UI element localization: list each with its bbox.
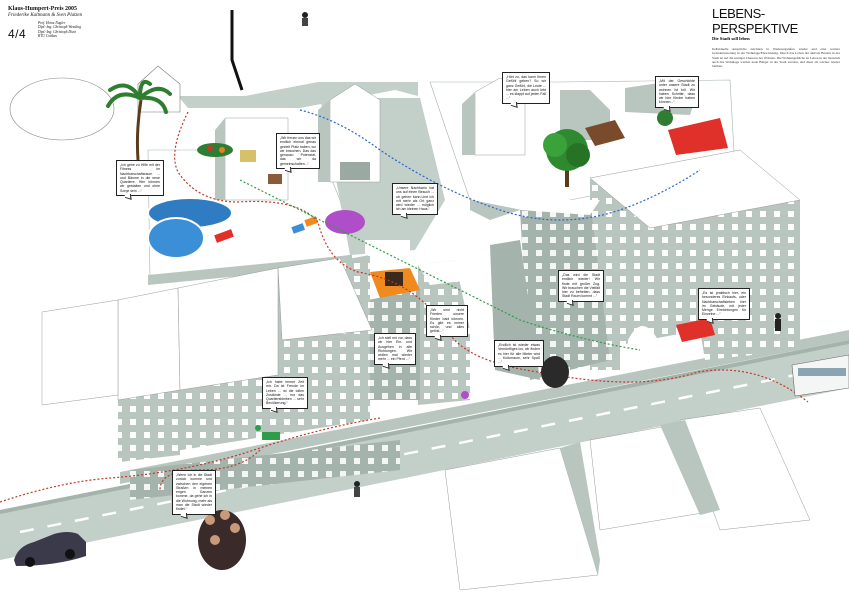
speech-bubble: „Wenn ich in die Stadt zurück komme und …: [172, 470, 216, 515]
speech-bubble: „Wir freuen uns das wir endlich einmal g…: [276, 133, 320, 170]
front-left-block: [41, 255, 373, 462]
terrace-furniture: [240, 120, 625, 184]
supervisors: Prof. Heinz Nagler Dipl.-Ing. Christoph …: [38, 21, 98, 38]
flower-bed: [197, 143, 365, 234]
car-icon: [14, 532, 86, 567]
crowd-icon: [198, 356, 569, 570]
poster-intro-text: Individuelle Ansprüche zeichnen in Werkz…: [712, 47, 840, 69]
street-lamp-icon: [230, 10, 244, 91]
speech-bubble: „Ich stell mir vor, dass wir hier Ein- u…: [374, 333, 416, 365]
speech-bubble: „Ich gehe zu Hilfe mit der Fitness im Na…: [116, 160, 164, 197]
speech-bubble: „Endlich ist wieder etwas Vernünftiges l…: [494, 340, 544, 368]
speech-bubble: „Hört zu, das kann Ihnen Gefühl geben? S…: [502, 72, 550, 104]
speech-bubble: „Ich habe immer Zeit mir. Da ist Freude …: [262, 377, 308, 409]
authors: Friederike Kaltmann & Sven Platzen: [8, 13, 83, 18]
page-number: 4/4: [8, 27, 27, 41]
supervisor-line: Prof. Heinz Nagler: [38, 21, 66, 25]
plaza-disc: [9, 77, 115, 141]
supervisor-line: BTU Cottbus: [38, 33, 57, 38]
speech-bubble: „Wir sind nicht Frieden unsere Kinder ba…: [426, 305, 468, 337]
poster-title: LEBENS-PERSPEKTIVE: [712, 6, 798, 36]
speech-bubble: „Es ist praktisch hier, ein besonderes E…: [698, 288, 750, 320]
swimming-pool-icon: [147, 197, 319, 259]
speech-bubble: „Unsere Nachbarin hat uns auf einen Besu…: [392, 183, 438, 215]
red-carpet-area: [657, 110, 728, 342]
poster-subtitle: Die Stadt soll leben: [712, 36, 750, 41]
supervisor-line: Dipl.-Ing. Christoph Wessling: [38, 25, 81, 30]
award-title: Klaus-Humpert-Preis 2005: [8, 6, 78, 12]
pedestrian-icon: [255, 12, 781, 497]
speech-bubble: „Das wird die Stadt endlich wieder! Wir …: [558, 270, 604, 302]
speech-bubble: „Mit der Geschichte unter unsere Stadt z…: [655, 76, 699, 108]
supervisor-line: Dipl.-Ing. Christoph Dietz: [38, 29, 76, 34]
oak-tree-icon: [543, 129, 590, 187]
palm-tree-icon: [106, 79, 172, 161]
bus-icon: [791, 354, 849, 397]
